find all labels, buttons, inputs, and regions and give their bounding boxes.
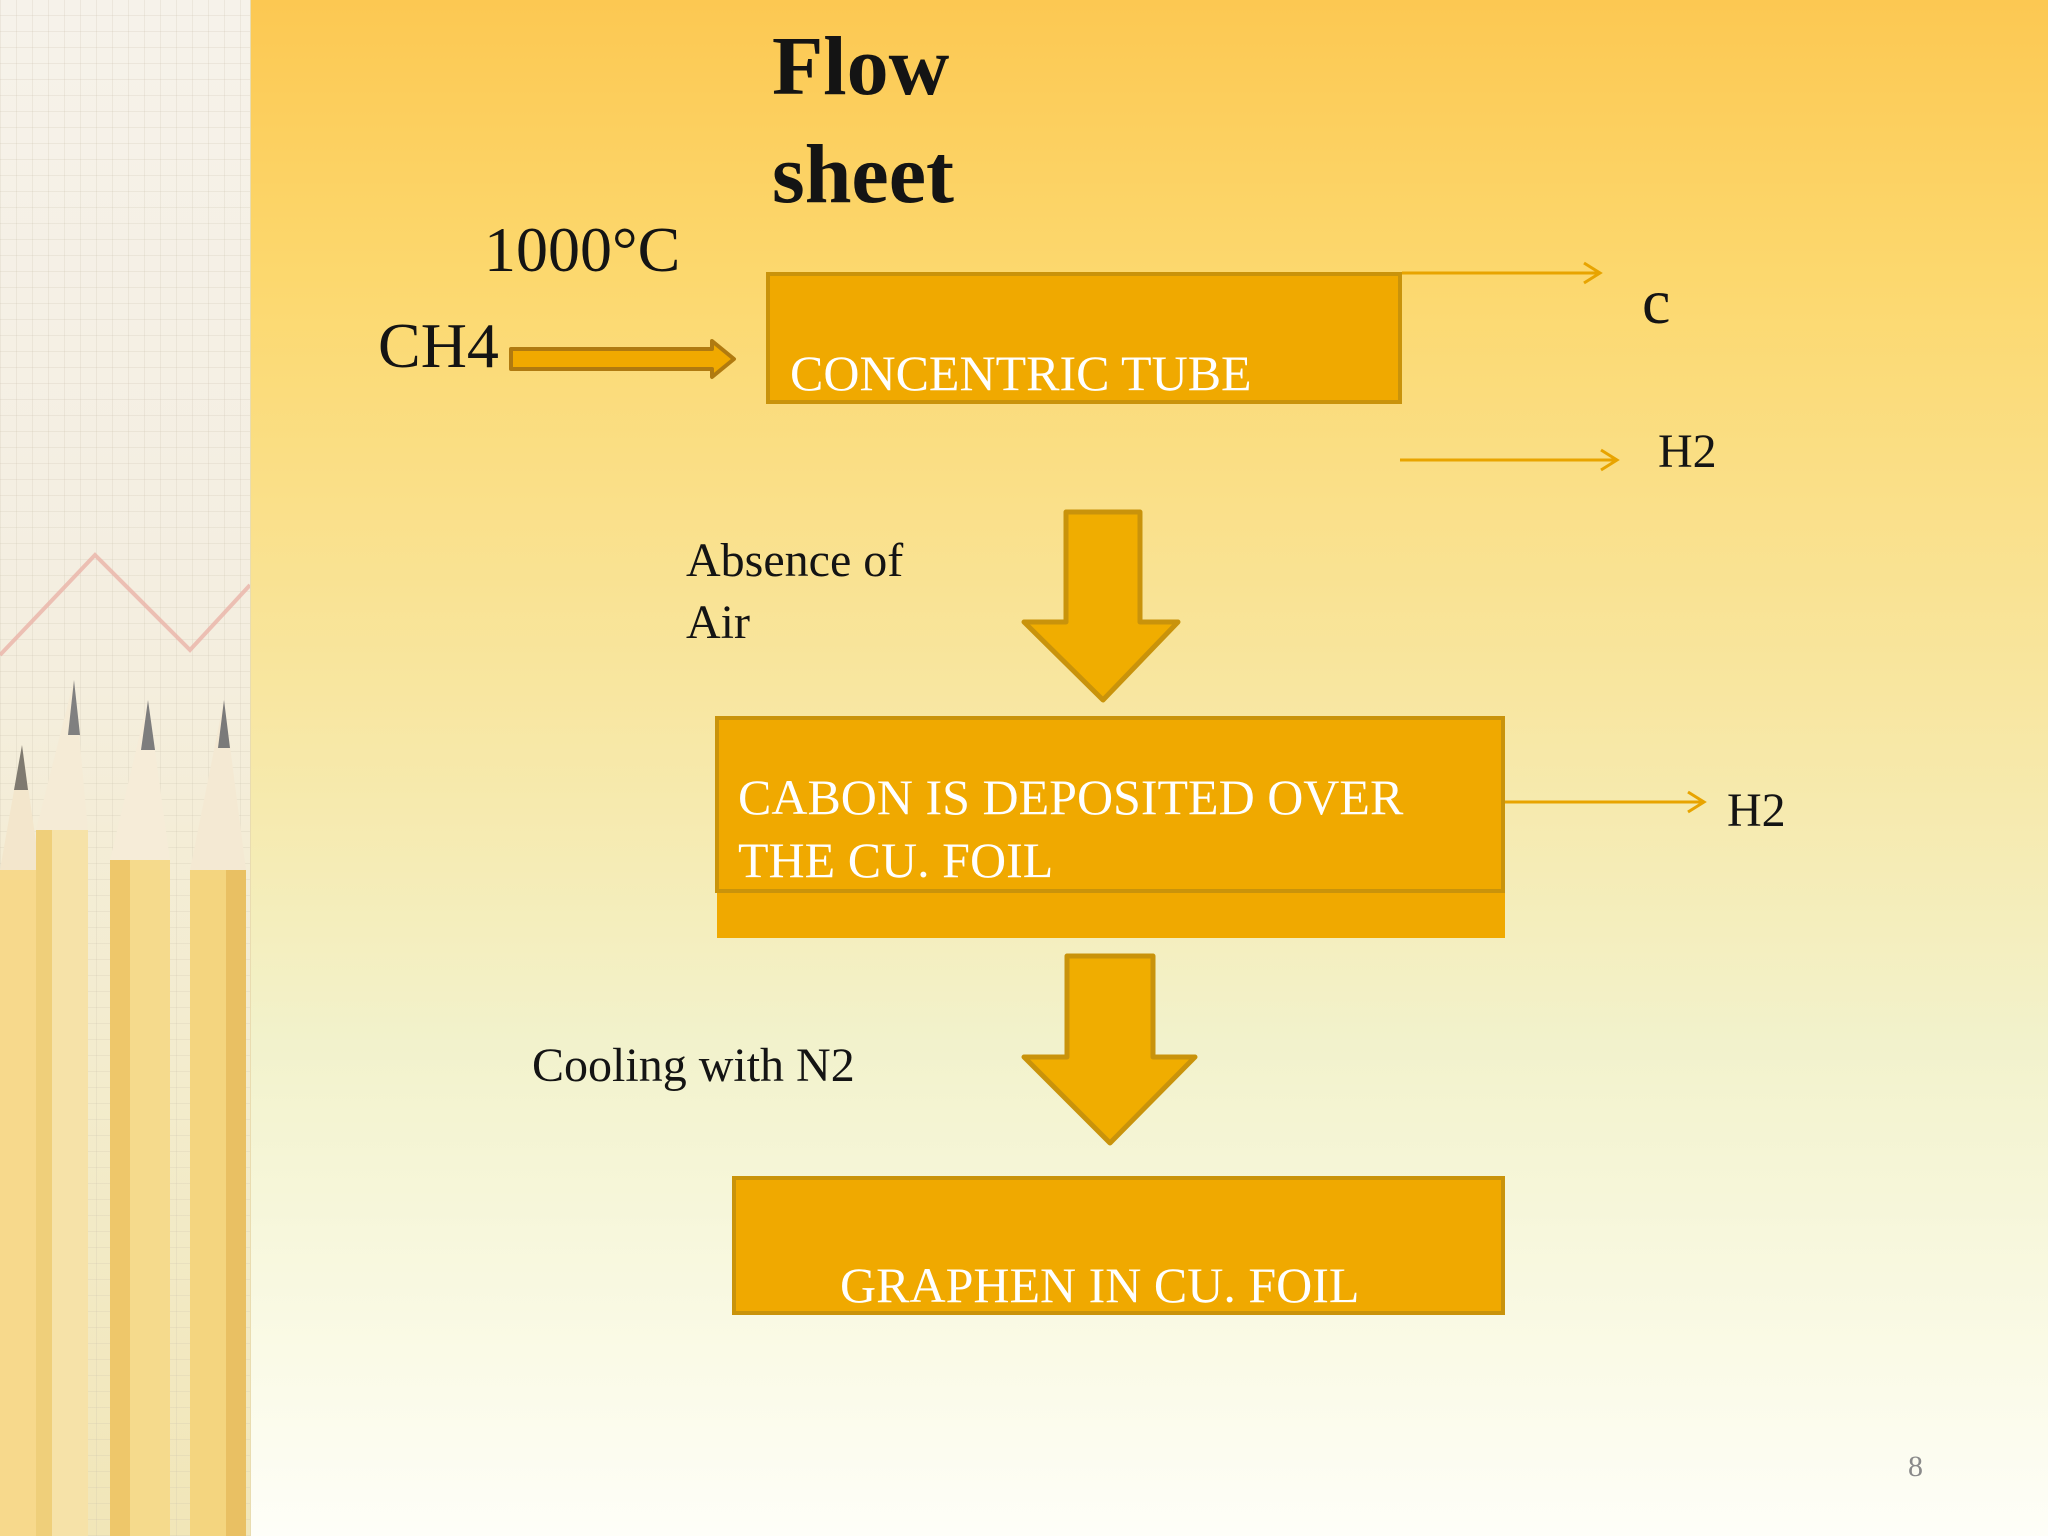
hydrogen-output-arrow-2 (1505, 790, 1707, 814)
deposition-label: CABON IS DEPOSITED OVER THE CU. FOIL (738, 766, 1403, 891)
graphene-product-box (732, 1176, 1505, 1315)
decorative-pencils-panel (0, 0, 251, 1536)
feed-label: CH4 (378, 310, 499, 381)
concentric-tube-label: CONCENTRIC TUBE (790, 345, 1252, 401)
title-line-1: Flow (772, 20, 950, 113)
pencil-icon-4 (190, 700, 246, 1536)
title-line-2: sheet (772, 128, 954, 221)
hydrogen-output-label-2: H2 (1727, 784, 1786, 837)
absence-of-air-label: Absence of Air (686, 530, 903, 654)
absence-line-2: Air (686, 596, 750, 649)
down-arrow-1 (1021, 509, 1181, 703)
pencil-icon-2 (36, 680, 88, 1536)
pencil-icon-1 (0, 745, 40, 1536)
hydrogen-output-arrow-1 (1400, 448, 1620, 472)
temperature-label: 1000°C (484, 214, 681, 285)
deposition-line-2: THE CU. FOIL (738, 831, 1054, 888)
deposition-box (715, 716, 1505, 893)
hydrogen-output-label-1: H2 (1658, 425, 1717, 478)
deposition-line-1: CABON IS DEPOSITED OVER (738, 769, 1404, 825)
concentric-tube-box (766, 272, 1402, 404)
graphene-product-label: GRAPHEN IN CU. FOIL (840, 1257, 1360, 1313)
carbon-output-arrow (1402, 261, 1603, 285)
page-number: 8 (1908, 1450, 1923, 1483)
down-arrow-2 (1021, 953, 1198, 1146)
carbon-output-label: c (1642, 266, 1671, 337)
pencils-illustration (0, 552, 250, 1536)
feed-arrow (509, 339, 736, 379)
cooling-label: Cooling with N2 (532, 1039, 855, 1092)
absence-line-1: Absence of (686, 534, 904, 587)
pencil-icon-3 (110, 700, 170, 1536)
